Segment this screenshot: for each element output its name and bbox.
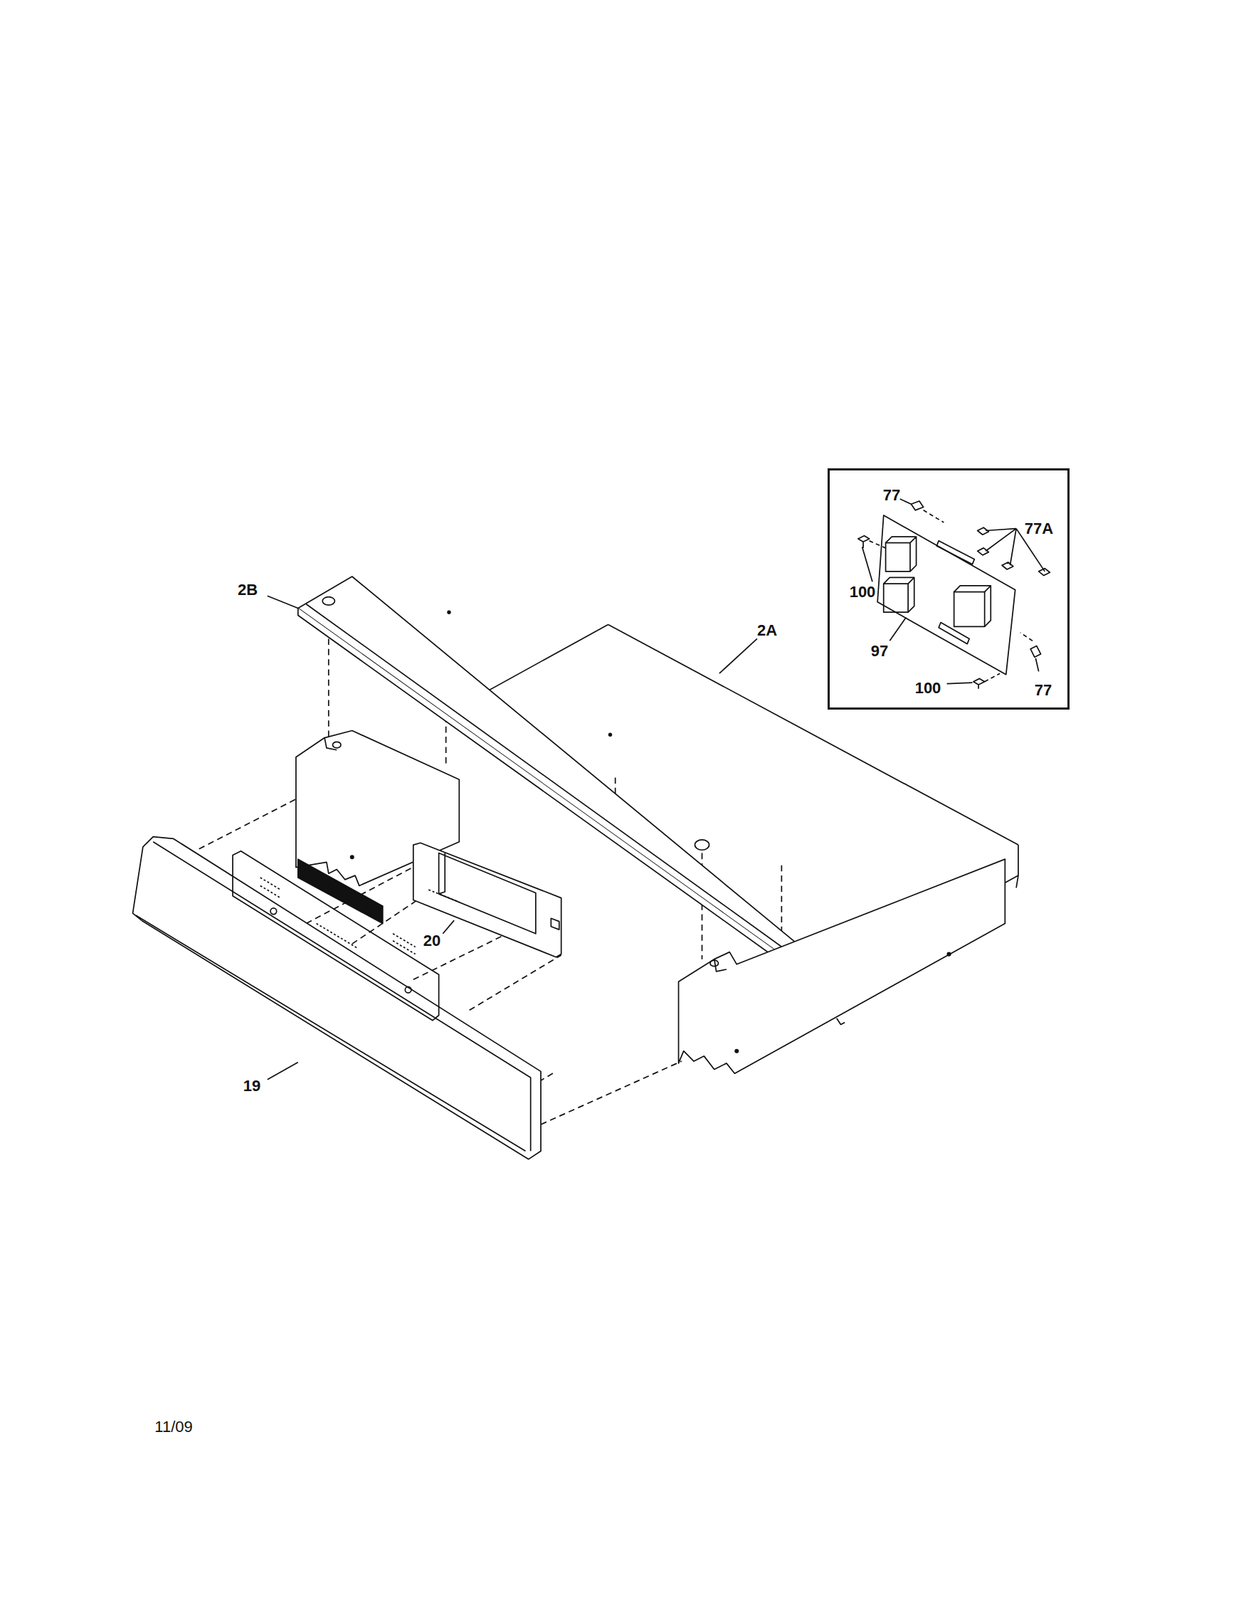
callout-number: 97 — [871, 643, 889, 659]
callout-number: 77A — [1024, 520, 1054, 537]
callout-number: 2A — [757, 622, 778, 639]
callout-number: 2B — [237, 582, 258, 598]
date-note: 11/09 — [154, 1418, 193, 1435]
callout-number: 20 — [423, 932, 441, 949]
callout-number: 100 — [849, 584, 876, 600]
callout-number: 100 — [915, 680, 942, 696]
callout-number: 19 — [243, 1078, 261, 1094]
inset-frame: 77 77A 100 97 100 77 — [827, 468, 1070, 710]
callout-number: 77 — [1034, 682, 1052, 699]
callout-number: 77 — [883, 487, 901, 504]
